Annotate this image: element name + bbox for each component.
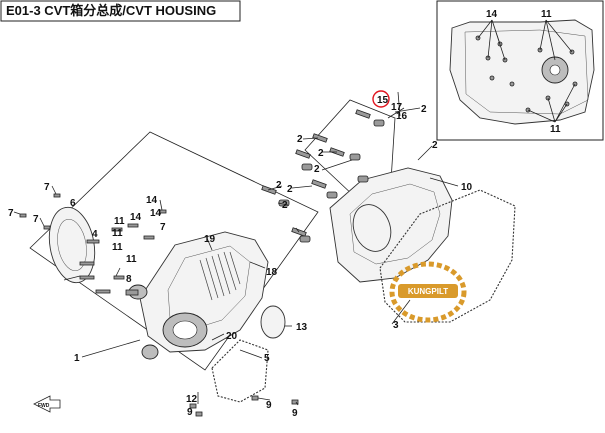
highlight-circle — [372, 90, 390, 108]
fwd-arrow: FWD — [33, 395, 61, 413]
callout-11c: 11 — [112, 242, 123, 253]
callout-20: 20 — [226, 331, 238, 342]
callout-2b: 2 — [297, 134, 303, 145]
gasket-3 — [379, 189, 516, 323]
inset-view: 14 11 11 — [436, 0, 604, 141]
inset-callout-11-bottom: 11 — [550, 124, 561, 135]
callout-13: 13 — [296, 322, 308, 333]
callout-15: 15 — [377, 95, 389, 106]
bolt-stack-bottom — [189, 395, 299, 417]
callout-10: 10 — [461, 182, 473, 193]
callout-14c: 14 — [130, 212, 142, 223]
callout-7a: 7 — [44, 182, 50, 193]
callout-2d: 2 — [314, 164, 320, 175]
callout-5: 5 — [264, 353, 270, 364]
gasket-5 — [211, 339, 269, 403]
callout-17: 17 — [391, 102, 403, 113]
inner-cvt-housing — [128, 231, 269, 360]
callout-9c: 9 — [292, 408, 298, 419]
fwd-label: FWD — [38, 403, 50, 409]
callout-7b: 7 — [8, 208, 14, 219]
callout-numbers: 1 15 17 16 2 2 2 2 2 2 2 2 10 3 7 7 7 6 … — [8, 95, 473, 419]
callout-11a: 11 — [114, 216, 125, 227]
callout-2a: 2 — [421, 104, 427, 115]
leader-lines — [13, 91, 459, 406]
callout-7d: 7 — [160, 222, 166, 233]
callout-16: 16 — [396, 111, 408, 122]
page-title: E01-3 CVT箱分总成/CVT HOUSING — [6, 3, 216, 18]
inset-callout-14: 14 — [486, 9, 498, 20]
callout-2c: 2 — [318, 148, 324, 159]
callout-14a: 14 — [146, 195, 158, 206]
bolt-stack-left — [19, 193, 167, 296]
callout-9a: 9 — [187, 407, 193, 418]
callout-1: 1 — [74, 353, 80, 364]
callout-11d: 11 — [126, 254, 137, 265]
callout-12: 12 — [186, 394, 198, 405]
callout-2g: 2 — [282, 200, 288, 211]
callout-2f: 2 — [287, 184, 293, 195]
outer-cvt-cover — [329, 167, 453, 283]
callout-3: 3 — [393, 320, 399, 331]
bolt-stack-top — [261, 109, 385, 243]
inset-callout-11-top: 11 — [541, 9, 552, 20]
callout-9b: 9 — [266, 400, 272, 411]
callout-11b: 11 — [112, 228, 123, 239]
watermark-text: KUNGPILT — [408, 287, 448, 296]
callout-14b: 14 — [150, 208, 162, 219]
callout-18: 18 — [266, 267, 278, 278]
callout-7c: 7 — [33, 214, 39, 225]
callout-2e: 2 — [276, 180, 282, 191]
callout-8: 8 — [126, 274, 132, 285]
callout-6: 6 — [70, 198, 76, 209]
callout-4: 4 — [92, 229, 98, 240]
callout-19: 19 — [204, 234, 216, 245]
title-box — [0, 0, 241, 22]
cover-plate-6 — [48, 206, 96, 284]
watermark-logo: KUNGPILT — [389, 261, 467, 323]
callout-2h: 2 — [432, 140, 438, 151]
seal-13 — [260, 305, 286, 339]
